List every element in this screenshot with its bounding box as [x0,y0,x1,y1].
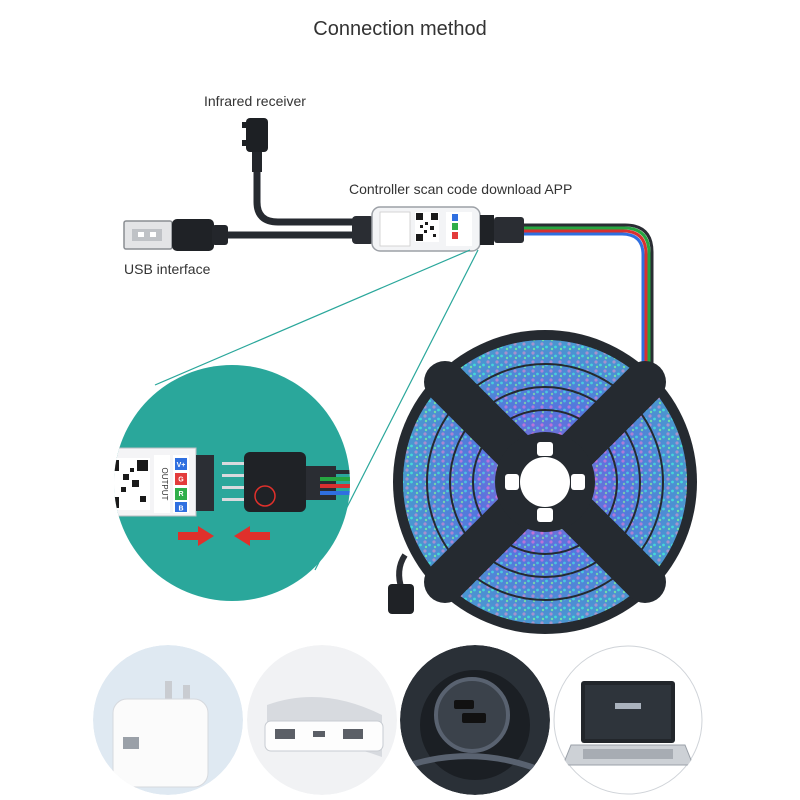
led-strip-reel [388,330,697,634]
infrared-receiver [242,118,355,226]
car-usb-charger-icon [400,645,550,795]
device-laptop [553,645,703,795]
usb-plug [123,219,355,251]
device-wall-charger [93,645,243,795]
arrow-right-icon [178,526,214,546]
usb-wall-charger-icon [93,645,243,795]
laptop-icon [553,645,703,795]
label-infrared-receiver: Infrared receiver [204,93,306,109]
pin-label: V+ [177,462,186,469]
device-power-bank [247,645,397,795]
rgb-cable [524,223,654,380]
diagram-title: Connection method [313,18,487,40]
arrow-left-icon [234,526,270,546]
label-usb-interface: USB interface [124,261,211,277]
power-bank-icon [247,645,397,795]
zoom-view: OUTPUT V+ GR B [114,365,350,601]
output-label: OUTPUT [160,468,169,501]
device-car-charger [400,645,550,795]
connection-diagram: OUTPUT V+ GR B [114,118,697,634]
controller [352,206,524,252]
label-controller: Controller scan code download APP [349,181,573,197]
pin-label: B [178,506,183,513]
pin-label: G [178,477,184,484]
pin-label: R [178,491,183,498]
power-source-row [0,645,800,795]
